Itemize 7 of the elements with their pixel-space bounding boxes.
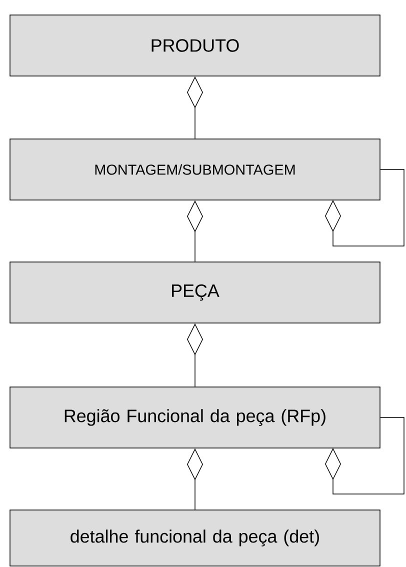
class-box: PEÇA bbox=[10, 262, 380, 324]
aggregation-line bbox=[325, 169, 404, 246]
class-box: detalhe funcional da peça (det) bbox=[10, 510, 380, 566]
class-box: Região Funcional da peça (RFp) bbox=[10, 386, 380, 448]
class-box: MONTAGEM/SUBMONTAGEM bbox=[10, 138, 380, 200]
class-box: PRODUTO bbox=[10, 14, 380, 76]
aggregation-line bbox=[325, 417, 404, 494]
